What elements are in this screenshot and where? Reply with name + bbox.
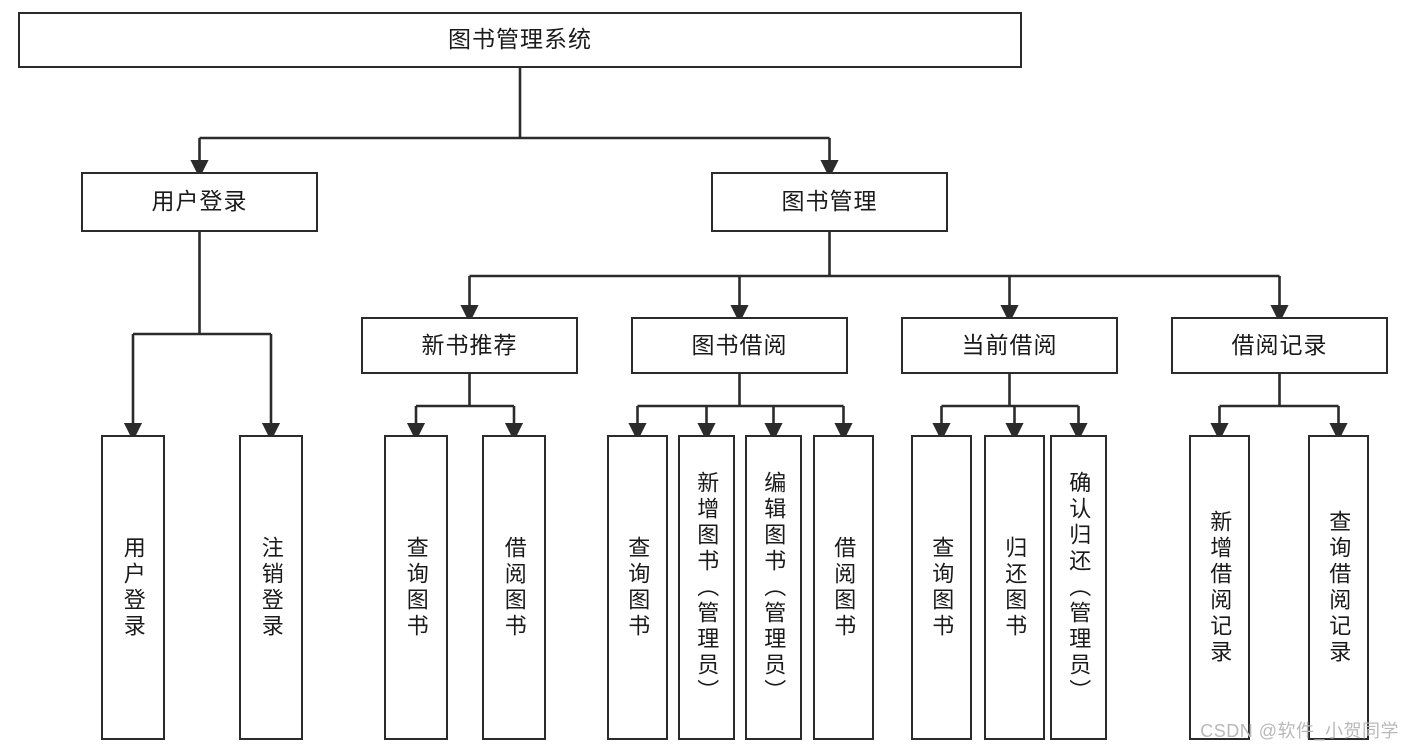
node-leaf-borrow-book-1[interactable]: 借阅图书	[482, 435, 546, 740]
node-label: 图书借阅	[691, 331, 788, 358]
node-leaf-add-record[interactable]: 新增借阅记录	[1189, 435, 1250, 740]
node-leaf-borrow-book-2[interactable]: 借阅图书	[813, 435, 874, 740]
node-label: 借阅记录	[1231, 331, 1328, 358]
node-leaf-logout[interactable]: 注销登录	[239, 435, 303, 740]
node-leaf-return-book[interactable]: 归还图书	[984, 435, 1045, 740]
watermark-text: CSDN @软件_小贺同学	[1200, 721, 1399, 741]
node-book-manage[interactable]: 图书管理	[711, 172, 948, 232]
node-leaf-query-record[interactable]: 查询借阅记录	[1308, 435, 1369, 740]
node-leaf-query-book-3[interactable]: 查询图书	[911, 435, 972, 740]
node-leaf-query-book-2[interactable]: 查询图书	[607, 435, 668, 740]
node-label: 注销登录	[258, 535, 284, 640]
node-label: 当前借阅	[961, 331, 1058, 358]
node-book-borrow[interactable]: 图书借阅	[631, 317, 848, 374]
node-borrow-record[interactable]: 借阅记录	[1171, 317, 1388, 374]
node-new-book-recommend[interactable]: 新书推荐	[361, 317, 578, 374]
node-label: 查询借阅记录	[1326, 509, 1352, 666]
node-leaf-query-book-1[interactable]: 查询图书	[384, 435, 448, 740]
node-label: 用户登录	[120, 535, 146, 640]
node-leaf-confirm-return[interactable]: 确认归还（管理员）	[1050, 435, 1107, 740]
node-leaf-add-book[interactable]: 新增图书（管理员）	[678, 435, 735, 740]
node-label: 查询图书	[929, 535, 955, 640]
node-label: 归还图书	[1002, 535, 1028, 640]
node-label: 编辑图书（管理员）	[761, 470, 787, 705]
node-label: 图书管理	[781, 188, 878, 215]
node-label: 查询图书	[625, 535, 651, 640]
node-leaf-edit-book[interactable]: 编辑图书（管理员）	[745, 435, 802, 740]
node-label: 用户登录	[151, 188, 248, 215]
node-label: 借阅图书	[501, 535, 527, 640]
node-current-borrow[interactable]: 当前借阅	[901, 317, 1118, 374]
node-label: 图书管理系统	[448, 26, 592, 53]
node-label: 查询图书	[403, 535, 429, 640]
node-label: 新书推荐	[421, 331, 518, 358]
node-label: 新增图书（管理员）	[694, 470, 720, 705]
node-root[interactable]: 图书管理系统	[18, 12, 1022, 68]
node-label: 新增借阅记录	[1207, 509, 1233, 666]
node-leaf-user-login[interactable]: 用户登录	[101, 435, 165, 740]
node-label: 确认归还（管理员）	[1066, 470, 1092, 705]
node-user-login[interactable]: 用户登录	[81, 172, 318, 232]
node-label: 借阅图书	[831, 535, 857, 640]
